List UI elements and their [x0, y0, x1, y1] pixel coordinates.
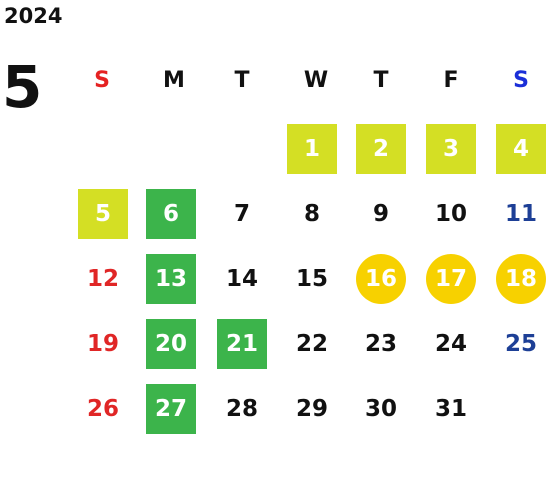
calendar-day-6: 6: [146, 189, 196, 239]
calendar-day-18: 18: [496, 254, 546, 304]
calendar-day-8: 8: [303, 201, 320, 227]
calendar-day-24: 24: [434, 331, 467, 357]
calendar-day-2: 2: [356, 124, 406, 174]
calendar-day-30: 30: [364, 396, 397, 422]
calendar-day-15: 15: [295, 266, 328, 292]
calendar-day-28: 28: [225, 396, 258, 422]
calendar-day-25: 25: [504, 331, 537, 357]
calendar-day-9: 9: [372, 201, 389, 227]
calendar-day-1: 1: [287, 124, 337, 174]
calendar-day-21: 21: [217, 319, 267, 369]
calendar-day-17: 17: [426, 254, 476, 304]
calendar-day-13: 13: [146, 254, 196, 304]
calendar-day-29: 29: [295, 396, 328, 422]
calendar-day-22: 22: [295, 331, 328, 357]
weekday-header-sunday: S: [94, 68, 110, 93]
weekday-header-friday: F: [443, 68, 459, 93]
weekday-header-wednesday: W: [303, 68, 329, 93]
calendar-day-19: 19: [86, 331, 119, 357]
weekday-header-saturday: S: [513, 68, 529, 93]
weekday-header-monday: M: [163, 68, 185, 93]
weekday-header-tuesday: T: [234, 68, 250, 93]
calendar-day-3: 3: [426, 124, 476, 174]
weekday-header-thursday: T: [373, 68, 389, 93]
calendar-day-14: 14: [225, 266, 258, 292]
calendar-month: 5: [2, 53, 43, 121]
calendar-day-4: 4: [496, 124, 546, 174]
calendar-day-23: 23: [364, 331, 397, 357]
calendar-day-5: 5: [78, 189, 128, 239]
calendar-day-26: 26: [86, 396, 119, 422]
calendar-year: 2024: [4, 4, 63, 28]
calendar-day-31: 31: [434, 396, 467, 422]
calendar-day-7: 7: [233, 201, 250, 227]
calendar-day-10: 10: [434, 201, 467, 227]
calendar-day-11: 11: [504, 201, 537, 227]
calendar-day-16: 16: [356, 254, 406, 304]
calendar-day-27: 27: [146, 384, 196, 434]
calendar-day-20: 20: [146, 319, 196, 369]
calendar-day-12: 12: [86, 266, 119, 292]
